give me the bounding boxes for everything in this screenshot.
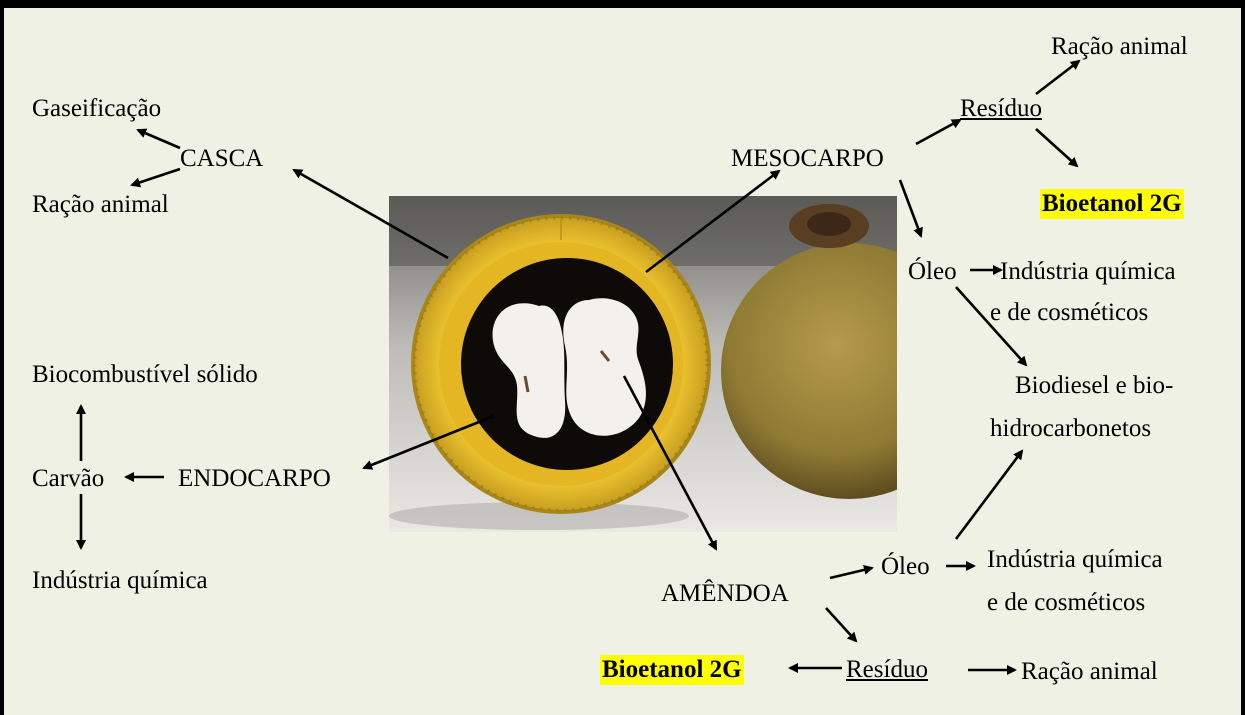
arrow-casca-gaseificacao — [138, 130, 180, 148]
arrow-residuo-bioetanol — [1036, 129, 1077, 166]
label-oleo-amendoa: Óleo — [881, 552, 930, 582]
arrow-amendoa-photo — [624, 376, 716, 549]
arrow-amendoa-residuo — [826, 608, 856, 641]
arrow-casca-photo — [294, 170, 448, 258]
label-amendoa: AMÊNDOA — [661, 579, 789, 609]
label-bioetanol-mesocarpo: Bioetanol 2G — [1040, 189, 1184, 219]
label-residuo-amendoa: Resíduo — [846, 655, 928, 685]
arrow-mesocarpo-residuo — [916, 120, 960, 144]
label-industria-mesocarpo-2: e de cosméticos — [990, 298, 1148, 328]
label-racao-amendoa: Ração animal — [1021, 657, 1158, 687]
arrow-amendoa-oleo — [830, 568, 872, 578]
label-industria-quimica: Indústria química — [32, 566, 208, 596]
label-residuo-mesocarpo: Resíduo — [960, 94, 1042, 124]
arrow-endocarpo-photo — [364, 416, 494, 468]
arrow-residuo-racao — [1036, 61, 1079, 94]
label-mesocarpo: MESOCARPO — [731, 144, 884, 174]
arrow-mesocarpo-oleo — [900, 180, 921, 236]
label-industria-mesocarpo-1: Indústria química — [1000, 257, 1176, 287]
label-biodiesel-1: Biodiesel e bio- — [1015, 371, 1173, 401]
arrow-mesocarpo-photo — [646, 171, 779, 272]
label-biodiesel-2: hidrocarbonetos — [990, 414, 1151, 444]
label-racao-casca: Ração animal — [32, 190, 169, 220]
label-bioetanol-amendoa: Bioetanol 2G — [600, 655, 744, 685]
label-carvao: Carvão — [32, 464, 104, 494]
label-endocarpo: ENDOCARPO — [178, 464, 331, 494]
label-racao-mesocarpo: Ração animal — [1051, 32, 1188, 62]
label-oleo-mesocarpo: Óleo — [908, 257, 957, 287]
label-casca: CASCA — [180, 144, 263, 174]
arrow-casca-racao — [132, 169, 180, 185]
label-industria-amendoa-1: Indústria química — [987, 545, 1163, 575]
label-industria-amendoa-2: e de cosméticos — [987, 588, 1145, 618]
label-gaseificacao: Gaseificação — [32, 94, 161, 124]
arrow-oleo-biodiesel-am — [956, 451, 1022, 539]
label-biocombustivel: Biocombustível sólido — [32, 360, 258, 390]
